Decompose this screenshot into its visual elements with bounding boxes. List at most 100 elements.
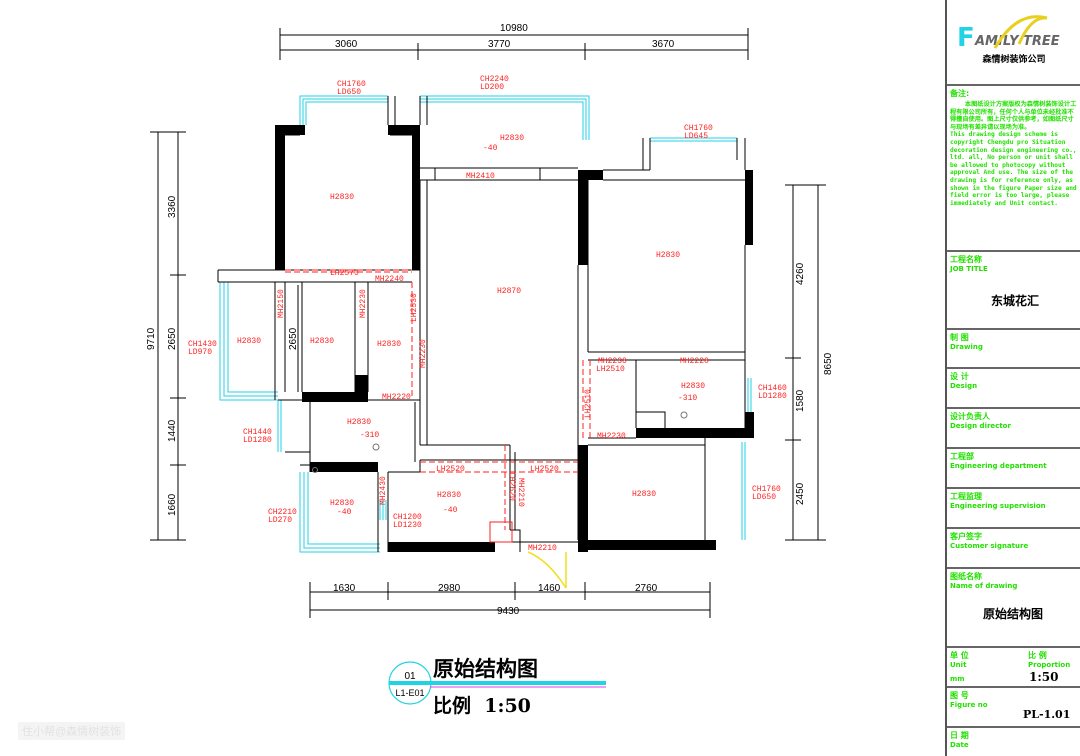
ceiling-height-label: H2830 (237, 337, 261, 346)
field-label-en: Date (950, 741, 969, 749)
floor-offset-label: -40 (483, 144, 498, 153)
floor-offset-label: -40 (443, 506, 458, 515)
drawing-number: 01 (404, 671, 416, 682)
window-height-label: CH2240 (480, 75, 509, 84)
dim-inner: 2650 (288, 327, 299, 350)
logo-row: F AMILY TREE 森情树装饰公司 (947, 0, 1080, 84)
window-height-label: CH1440 (243, 428, 272, 437)
company-name: 森情树装饰公司 (982, 55, 1046, 65)
notes-label: 备注: (950, 89, 970, 98)
customer-row: 客户签字 Customer signature (947, 527, 1080, 567)
window-depth-label: LD650 (752, 493, 776, 502)
door-height-label: MH2230 (598, 357, 627, 366)
field-label: 制 图 (950, 333, 969, 342)
eng-dept-row: 工程部 Engineering department (947, 447, 1080, 487)
windows (219, 95, 752, 553)
dim-left-c: 1440 (167, 419, 178, 442)
beam-height-label: LH2510 (584, 389, 593, 418)
floor-offset-label: -40 (337, 508, 352, 517)
drawing-code: L1-E01 (395, 688, 424, 698)
window-depth-label: LD645 (684, 132, 708, 141)
dim-left-d: 1660 (167, 493, 178, 516)
supervision-row: 工程监理 Engineering supervision (947, 487, 1080, 527)
notes-row: 备注: 本图纸设计方案版权为森情树装饰设计工程有限公司所有，任何个人与单位未经批… (947, 84, 1080, 250)
field-label-en: Name of drawing (950, 582, 1018, 590)
drawing-scale: 比例 1:50 (433, 694, 531, 717)
door-height-label: MH2210 (528, 544, 557, 553)
date-row: 日 期 Date (947, 726, 1080, 756)
field-label-en: JOB TITLE (950, 265, 988, 273)
window-depth-label: LD1280 (243, 436, 272, 445)
dimension-lines (150, 28, 826, 618)
ceiling-height-label: H2830 (377, 340, 401, 349)
dim-top-overall: 10980 (500, 23, 528, 34)
drawing-name-row: 图纸名称 Name of drawing 原始结构图 (947, 567, 1080, 646)
beam-height-label: LH2570 (330, 269, 359, 278)
field-label: 工程监理 (950, 492, 982, 501)
dim-bottom-a: 1630 (333, 583, 356, 594)
drawing-title: 01 L1-E01 原始结构图 比例 1:50 (388, 657, 606, 717)
entrance-door-swing (527, 551, 567, 589)
field-label-en: Design director (950, 422, 1011, 430)
svg-text:AMILY TREE: AMILY TREE (974, 34, 1060, 49)
drawing-name: 原始结构图 (433, 657, 538, 681)
field-label-en: Engineering supervision (950, 502, 1046, 510)
ceiling-height-label: H2830 (632, 490, 656, 499)
door-height-label: MH2430 (379, 476, 388, 505)
field-label-en: Drawing (950, 343, 983, 351)
field-label: 日 期 (950, 731, 969, 740)
ceiling-height-label: H2830 (310, 337, 334, 346)
ceiling-height-label: H2830 (656, 251, 680, 260)
door-height-label: MH2210 (516, 478, 525, 507)
drawing-name-value: 原始结构图 (983, 607, 1044, 621)
door-height-label: MH2220 (680, 357, 709, 366)
dim-bottom-overall: 9430 (497, 606, 520, 617)
ceiling-height-label: H2830 (347, 418, 371, 427)
window-depth-label: LD970 (188, 348, 212, 357)
field-label-en: Proportion (1028, 661, 1071, 669)
beam-height-label: LH2510 (596, 365, 625, 374)
door-height-label: MH2230 (419, 339, 428, 368)
field-label: 客户签字 (950, 532, 982, 541)
field-label: 设 计 (950, 372, 969, 381)
company-logo: F AMILY TREE (957, 15, 1060, 53)
dim-right-overall: 8650 (823, 352, 834, 375)
ceiling-height-label: H2830 (681, 382, 705, 391)
beam-height-label: LH2530 (410, 293, 419, 322)
field-label-en: Customer signature (950, 542, 1029, 550)
field-label: 图纸名称 (950, 572, 982, 581)
door-height-label: MH2240 (375, 275, 404, 284)
field-label-en: Engineering department (950, 462, 1047, 470)
floor-plan: 10980 3060 3770 3670 9710 3360 2650 1440… (146, 23, 834, 717)
title-block: F AMILY TREE 森情树装饰公司 备注: 本图纸设计方案版权为森情树装饰… (945, 0, 1080, 756)
fixtures (312, 411, 688, 473)
beam-height-label: LH2520 (530, 465, 559, 474)
dim-right-a: 4260 (795, 262, 806, 285)
floor-offset-label: -310 (360, 431, 379, 440)
window-depth-label: LD200 (480, 83, 504, 92)
beam-height-label: LH2520 (436, 465, 465, 474)
field-label-en: Figure no (950, 701, 988, 709)
door-height-label: MH2150 (277, 289, 286, 318)
ceiling-height-label: H2830 (330, 499, 354, 508)
floor-offset-label: -310 (678, 394, 697, 403)
plan-labels: CH1760 LD650 CH2240 LD200 H2830 -40 MH24… (188, 75, 787, 553)
dim-top-c: 3670 (652, 39, 675, 50)
figure-row: 图 号 Figure no PL-1.01 (947, 686, 1080, 726)
dim-top-b: 3770 (488, 39, 511, 50)
field-label: 工程名称 (950, 255, 982, 264)
door-height-label: MH2220 (382, 393, 411, 402)
dim-right-c: 2450 (795, 482, 806, 505)
ceiling-height-label: H2830 (330, 193, 354, 202)
design-row: 设 计 Design (947, 367, 1080, 407)
dim-bottom-b: 2980 (438, 583, 461, 594)
dim-bottom-d: 2760 (635, 583, 658, 594)
dim-left-overall: 9710 (146, 327, 157, 350)
figure-number: PL-1.01 (1023, 708, 1071, 721)
door-height-label: MH2230 (359, 289, 368, 318)
window-depth-label: LD650 (337, 88, 361, 97)
field-label-en: Design (950, 382, 978, 390)
beam-height-label: LH2620 (507, 472, 516, 501)
proportion-value: 1:50 (1029, 670, 1059, 684)
job-title-row: 工程名称 JOB TITLE 东城花汇 (947, 250, 1080, 328)
